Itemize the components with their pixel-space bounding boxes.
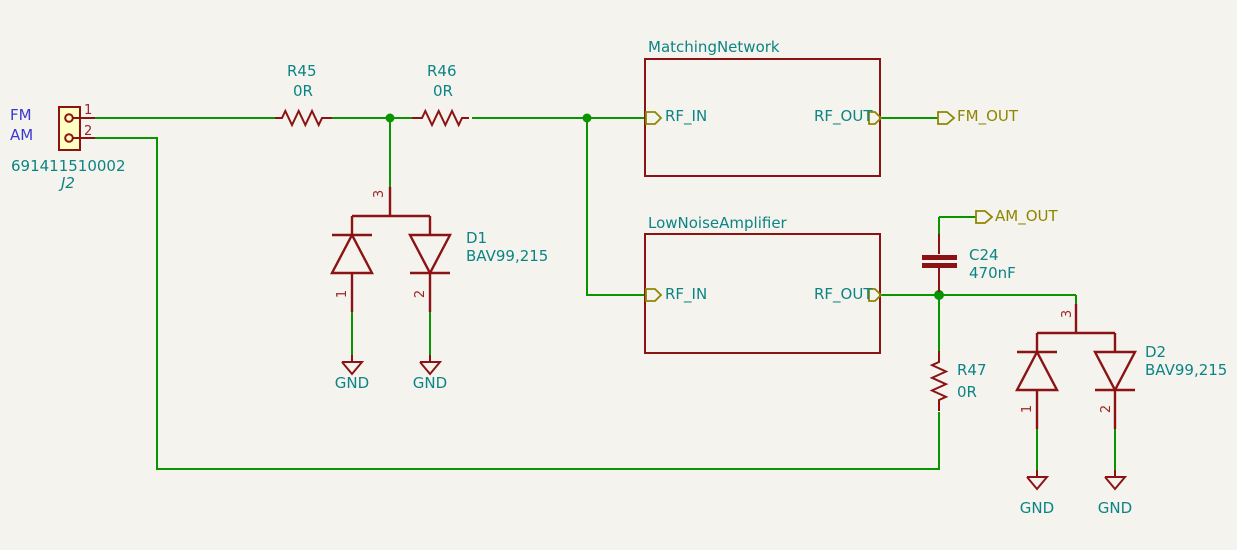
d1-pin2-number: 2 xyxy=(413,289,428,299)
resistor-r45-symbol[interactable] xyxy=(275,108,333,128)
gnd-label[interactable]: GND xyxy=(412,374,448,392)
sheet-pin-arrow-icon[interactable] xyxy=(868,111,883,125)
sheet-pin-arrow-icon[interactable] xyxy=(645,288,663,302)
diode-d1-symbol[interactable] xyxy=(330,187,452,312)
d2-pin1-number: 1 xyxy=(1020,404,1035,414)
gnd-label[interactable]: GND xyxy=(1097,499,1133,517)
resistor-r46-symbol[interactable] xyxy=(412,108,470,128)
gnd-symbol[interactable] xyxy=(341,355,365,376)
gnd-triangle xyxy=(419,355,443,376)
sheet-pin-rf-out[interactable]: RF_OUT xyxy=(814,107,873,125)
d2-right-triangle xyxy=(1093,350,1137,393)
sheet-pin-arrow-icon[interactable] xyxy=(645,111,663,125)
resistor-r46-value[interactable]: 0R xyxy=(433,82,453,100)
wire-segment[interactable] xyxy=(586,118,646,296)
capacitor-c24-ref[interactable]: C24 xyxy=(969,246,999,264)
d2-left-triangle xyxy=(1015,349,1059,392)
diode-d1-value[interactable]: BAV99,215 xyxy=(466,247,549,265)
resistor-r47-symbol[interactable] xyxy=(929,351,949,411)
gnd-symbol[interactable] xyxy=(419,355,443,376)
d1-right-triangle xyxy=(408,233,452,276)
sheet-pin-rf-in[interactable]: RF_IN xyxy=(665,107,708,125)
resistor-r45-ref[interactable]: R45 xyxy=(287,62,317,80)
hier-label-am-out[interactable]: AM_OUT xyxy=(995,207,1058,225)
resistor-r47-ref[interactable]: R47 xyxy=(957,361,987,379)
capacitor-c24-symbol[interactable] xyxy=(922,234,957,292)
hier-label-arrow-icon[interactable] xyxy=(975,210,994,224)
wire-segment[interactable] xyxy=(95,137,940,470)
d1-pin1-number: 1 xyxy=(335,289,350,299)
net-label-am[interactable]: AM xyxy=(10,126,34,144)
connector-j2-symbol[interactable] xyxy=(58,106,95,151)
sheet-pin-rf-out[interactable]: RF_OUT xyxy=(814,285,873,303)
connector-mpn[interactable]: 691411510002 xyxy=(11,157,126,175)
hier-label-arrow-icon[interactable] xyxy=(937,111,956,125)
sheet-title-low-noise-amplifier[interactable]: LowNoiseAmplifier xyxy=(648,214,787,232)
sheet-pin-arrow-icon[interactable] xyxy=(868,288,883,302)
d1-pin3-number: 3 xyxy=(372,189,387,199)
sheet-title-matching-network[interactable]: MatchingNetwork xyxy=(648,38,780,56)
diode-d2-ref[interactable]: D2 xyxy=(1145,343,1167,361)
sheet-pin-rf-in[interactable]: RF_IN xyxy=(665,285,708,303)
hier-label-fm-out[interactable]: FM_OUT xyxy=(957,107,1019,125)
d2-pin3-number: 3 xyxy=(1060,309,1075,319)
capacitor-c24-value[interactable]: 470nF xyxy=(969,264,1016,282)
gnd-symbol[interactable] xyxy=(1104,470,1128,491)
resistor-r47-value[interactable]: 0R xyxy=(957,383,977,401)
diode-d1-ref[interactable]: D1 xyxy=(466,229,488,247)
gnd-triangle xyxy=(341,355,365,376)
gnd-label[interactable]: GND xyxy=(334,374,370,392)
d1-left-triangle xyxy=(330,232,374,275)
resistor-r46-ref[interactable]: R46 xyxy=(427,62,457,80)
gnd-symbol[interactable] xyxy=(1026,470,1050,491)
junction-dot[interactable] xyxy=(385,113,395,123)
d2-pin2-number: 2 xyxy=(1099,404,1114,414)
net-label-fm[interactable]: FM xyxy=(10,106,32,124)
connector-pin2-number: 2 xyxy=(84,124,93,139)
junction-dot[interactable] xyxy=(934,290,944,300)
gnd-triangle xyxy=(1104,470,1128,491)
junction-dot[interactable] xyxy=(582,113,592,123)
connector-ref[interactable]: J2 xyxy=(61,174,75,192)
connector-pin1-number: 1 xyxy=(84,103,93,118)
diode-d2-symbol[interactable] xyxy=(1015,304,1137,429)
wires xyxy=(95,117,1116,471)
connector-pin1-circle xyxy=(64,113,74,123)
gnd-triangle xyxy=(1026,470,1050,491)
connector-pin2-circle xyxy=(64,133,74,143)
gnd-label[interactable]: GND xyxy=(1019,499,1055,517)
diode-d2-value[interactable]: BAV99,215 xyxy=(1145,361,1228,379)
resistor-r45-value[interactable]: 0R xyxy=(293,82,313,100)
